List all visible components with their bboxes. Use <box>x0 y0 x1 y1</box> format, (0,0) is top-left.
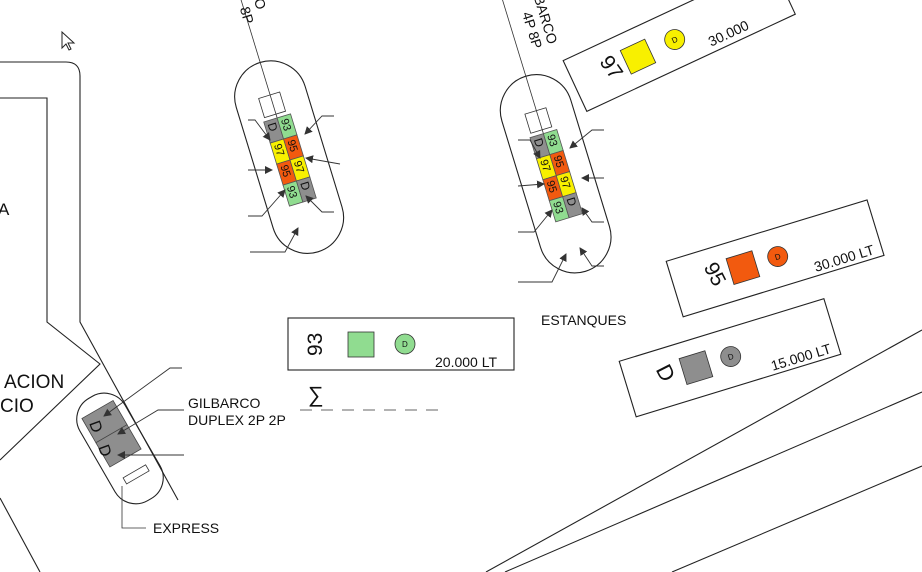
dispenser-right-cell-label: 93 <box>550 200 565 215</box>
tank-97-badge <box>664 29 686 50</box>
sigma-symbol: ∑ <box>308 382 324 407</box>
dispenser-left-label-sub: 8P <box>237 5 257 26</box>
gilbarco-label-line2: DUPLEX 2P 2P <box>188 412 286 428</box>
express-label: EXPRESS <box>153 520 219 536</box>
tank-97-fuel-label: 97 <box>595 51 627 83</box>
tank-97: 97 D 30.000 <box>562 0 797 113</box>
tank-97-swatch <box>619 38 657 75</box>
building-label-line2: CIO <box>0 396 34 417</box>
dispenser-right-cell-label: 97 <box>557 175 572 190</box>
dispenser-right-cell-label: 95 <box>544 179 559 194</box>
dispenser-left-cell-label: 95 <box>277 163 292 178</box>
tank-93: 93 D 20.000 LT <box>287 317 515 371</box>
dispenser-right-cell <box>562 192 584 219</box>
dispenser-left-cell-label: 97 <box>271 142 286 157</box>
tank-93-fuel-label: 93 <box>304 333 327 356</box>
tank-d: D D 15.000 LT <box>618 298 842 418</box>
duplex-cell-2-label: D <box>94 443 114 460</box>
dispenser-left-label-top: O <box>251 0 270 11</box>
tank-95-badge <box>767 246 789 267</box>
tank-93-swatch <box>347 331 375 358</box>
duplex-cell-2 <box>95 424 142 468</box>
tank-d-capacity: 15.000 LT <box>769 340 833 374</box>
dispenser-left-cell-label: 93 <box>278 117 293 132</box>
tank-d-fuel-label: D <box>651 360 680 386</box>
tank-95-badge-text: D <box>774 252 782 262</box>
dispenser-left-cell-label: 97 <box>291 159 306 174</box>
dispenser-right-cell-label: 93 <box>544 133 559 148</box>
building-outline <box>0 61 179 572</box>
tank-97-capacity: 30.000 <box>706 17 752 50</box>
tank-95: 95 D 30.000 LT <box>665 199 885 318</box>
dispenser-right-pointers <box>517 129 604 283</box>
tanks-label: ESTANQUES <box>541 312 626 328</box>
gilbarco-label-line1: GILBARCO <box>188 395 260 411</box>
dispenser-left-cell-label: 95 <box>284 138 299 153</box>
duplex-cell-1-label: D <box>85 419 105 436</box>
tank-93-badge <box>394 333 416 355</box>
tank-93-capacity: 20.000 LT <box>435 354 497 370</box>
gilbarco-duplex-island <box>76 392 164 505</box>
tank-95-swatch <box>725 250 761 286</box>
express-marker <box>122 464 150 485</box>
tank-d-badge <box>720 346 742 367</box>
dispenser-left-pointers <box>248 115 341 253</box>
gilbarco-pointers <box>103 367 184 529</box>
tank-95-fuel-label: 95 <box>699 259 730 290</box>
tank-93-badge-text: D <box>402 340 408 349</box>
dispenser-left-cell-label: 93 <box>284 184 299 199</box>
road-lines <box>485 329 922 572</box>
tank-97-badge-text: D <box>670 35 679 46</box>
dispenser-right-cell-label: 95 <box>551 154 566 169</box>
tank-d-badge-text: D <box>727 352 735 362</box>
cursor-icon <box>61 30 76 51</box>
dispenser-right-cell-label: 97 <box>537 158 552 173</box>
tank-d-swatch <box>678 350 714 386</box>
building-label-line1: ACION <box>4 372 64 393</box>
tank-95-capacity: 30.000 LT <box>812 241 876 275</box>
building-side-letter: A <box>0 200 10 219</box>
